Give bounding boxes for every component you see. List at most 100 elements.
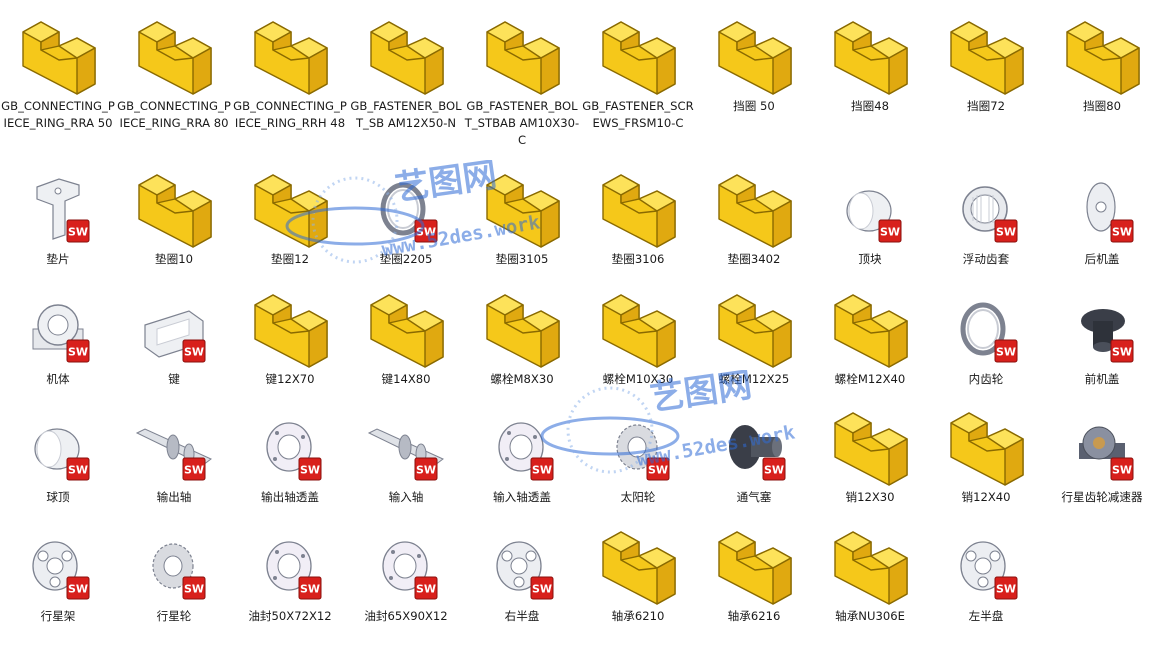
- file-name-label: 行星轮: [156, 609, 192, 623]
- file-item[interactable]: SW 机体: [0, 285, 116, 403]
- file-name-label: 浮动齿套: [962, 252, 1010, 266]
- file-item[interactable]: GB_CONNECTING_PIECE_RING_RRH 48: [232, 12, 348, 130]
- svg-text:SW: SW: [416, 583, 436, 596]
- part-block-icon: [711, 522, 797, 608]
- svg-text:SW: SW: [416, 464, 436, 477]
- file-item[interactable]: 键12X70: [232, 285, 348, 403]
- file-name-label: 垫圈2205: [379, 252, 433, 266]
- solidworks-badge-icon: SW: [1110, 339, 1134, 363]
- file-item[interactable]: 轴承6216: [696, 522, 812, 640]
- file-item[interactable]: 垫圈3105: [464, 165, 580, 283]
- file-item[interactable]: 螺栓M8X30: [464, 285, 580, 403]
- part-block-icon: [711, 285, 797, 371]
- dark-plug-thumbnail-icon: [711, 403, 797, 489]
- file-item[interactable]: 垫圈10: [116, 165, 232, 283]
- part-block-icon: [943, 12, 1029, 98]
- solidworks-badge-icon: SW: [66, 339, 90, 363]
- svg-text:SW: SW: [648, 464, 668, 477]
- assembly-thumbnail-icon: [1059, 403, 1145, 489]
- solidworks-badge-icon: SW: [994, 219, 1018, 243]
- file-item[interactable]: 挡圈72: [928, 12, 1044, 130]
- svg-text:SW: SW: [532, 583, 552, 596]
- part-block-icon: [827, 285, 913, 371]
- file-name-label: 机体: [46, 372, 70, 386]
- file-name-label: GB_CONNECTING_PIECE_RING_RRA 50: [1, 99, 115, 130]
- svg-text:SW: SW: [68, 583, 88, 596]
- svg-text:SW: SW: [1112, 226, 1132, 239]
- file-item[interactable]: 销12X40: [928, 403, 1044, 521]
- file-item[interactable]: 垫圈3402: [696, 165, 812, 283]
- file-item[interactable]: 螺栓M10X30: [580, 285, 696, 403]
- part-block-icon: [363, 12, 449, 98]
- file-item[interactable]: 销12X30: [812, 403, 928, 521]
- file-name-label: 输入轴透盖: [493, 490, 551, 504]
- file-name-label: 螺栓M8X30: [490, 372, 554, 386]
- solidworks-badge-icon: SW: [66, 457, 90, 481]
- file-name-label: 垫片: [46, 252, 70, 266]
- flange-thumbnail-icon: [247, 522, 333, 608]
- file-item[interactable]: 垫圈12: [232, 165, 348, 283]
- solidworks-badge-icon: SW: [182, 457, 206, 481]
- solidworks-badge-icon: SW: [66, 576, 90, 600]
- file-item[interactable]: 键14X80: [348, 285, 464, 403]
- file-item[interactable]: GB_CONNECTING_PIECE_RING_RRA 80: [116, 12, 232, 130]
- svg-text:SW: SW: [532, 464, 552, 477]
- svg-text:SW: SW: [184, 583, 204, 596]
- file-item[interactable]: 轴承6210: [580, 522, 696, 640]
- file-item[interactable]: 螺栓M12X25: [696, 285, 812, 403]
- file-item[interactable]: SW 输入轴透盖: [464, 403, 580, 521]
- file-item[interactable]: GB_CONNECTING_PIECE_RING_RRA 50: [0, 12, 116, 130]
- solidworks-badge-icon: SW: [878, 219, 902, 243]
- part-block-icon: [479, 285, 565, 371]
- file-item[interactable]: SW 浮动齿套: [928, 165, 1044, 283]
- part-block-icon: [1059, 12, 1145, 98]
- file-item[interactable]: 挡圈48: [812, 12, 928, 130]
- file-name-label: 键12X70: [265, 372, 315, 386]
- file-name-label: 挡圈48: [851, 99, 889, 113]
- file-name-label: 轴承6216: [727, 609, 781, 623]
- part-block-icon: [247, 165, 333, 251]
- file-name-label: 输入轴: [388, 490, 424, 504]
- file-name-label: GB_FASTENER_SCREWS_FRSM10-C: [582, 99, 694, 130]
- file-item[interactable]: SW 行星轮: [116, 522, 232, 640]
- solidworks-badge-icon: SW: [1110, 219, 1134, 243]
- carrier-thumbnail-icon: [479, 522, 565, 608]
- solidworks-badge-icon: SW: [530, 457, 554, 481]
- file-item[interactable]: GB_FASTENER_BOLT_STBAB AM10X30-C: [464, 12, 580, 147]
- svg-text:SW: SW: [764, 464, 784, 477]
- file-item[interactable]: 垫圈3106: [580, 165, 696, 283]
- part-block-icon: [479, 12, 565, 98]
- file-name-label: 左半盘: [968, 609, 1004, 623]
- file-item[interactable]: 挡圈80: [1044, 12, 1160, 130]
- svg-text:SW: SW: [184, 464, 204, 477]
- svg-text:SW: SW: [184, 346, 204, 359]
- file-item[interactable]: GB_FASTENER_SCREWS_FRSM10-C: [580, 12, 696, 130]
- file-item[interactable]: GB_FASTENER_BOLT_SB AM12X50-N: [348, 12, 464, 130]
- file-item[interactable]: SW 输入轴: [348, 403, 464, 521]
- file-item[interactable]: 轴承NU306E: [812, 522, 928, 640]
- part-block-icon: [595, 522, 681, 608]
- file-item[interactable]: 挡圈 50: [696, 12, 812, 130]
- file-name-label: 行星齿轮减速器: [1061, 490, 1143, 504]
- file-item[interactable]: 螺栓M12X40: [812, 285, 928, 403]
- svg-text:SW: SW: [68, 346, 88, 359]
